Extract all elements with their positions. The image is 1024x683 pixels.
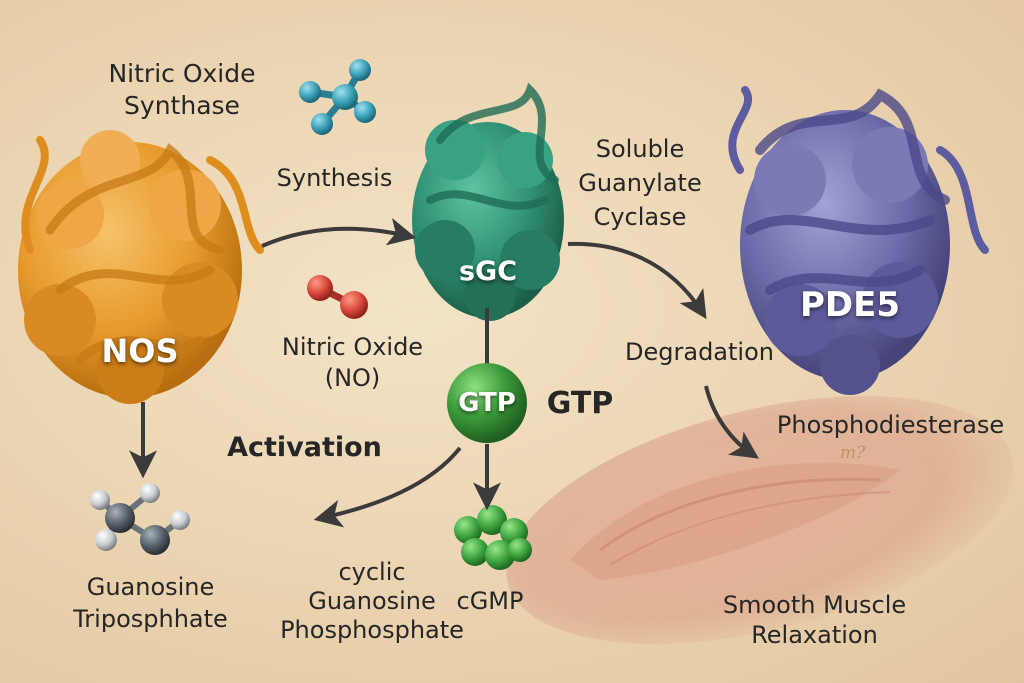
arrow-gtp-to-cyclic xyxy=(313,446,462,528)
no-molecule-icon xyxy=(307,275,368,319)
nos-protein-icon xyxy=(18,130,264,404)
sgc-protein-icon xyxy=(412,82,564,321)
label-guanosine-triphosphate: Guanosine Triposphhate xyxy=(73,573,228,633)
gtp-sphere-icon xyxy=(447,308,527,443)
synthesis-molecule-icon xyxy=(299,59,376,135)
label-nitric-oxide-synthase: Nitric Oxide Synthase xyxy=(108,59,256,120)
label-synthesis: Synthesis xyxy=(276,164,393,192)
badge-pde5: PDE5 xyxy=(799,285,901,325)
label-smooth-muscle-relaxation: Smooth Muscle Relaxation xyxy=(722,591,907,649)
badge-sgc: sGC xyxy=(458,256,518,287)
arrow-sgc-to-degradation xyxy=(567,241,707,320)
label-phosphodiesterase: Phosphodiesterase xyxy=(776,411,1005,439)
label-nitric-oxide: Nitric Oxide (NO) xyxy=(281,333,424,392)
label-degradation: Degradation xyxy=(625,338,774,366)
label-cyclic-guanosine-phosphate: cyclic Guanosine Phosphosphate xyxy=(280,558,464,644)
badge-nos: NOS xyxy=(101,332,179,370)
label-gtp-side: GTP xyxy=(546,386,614,421)
gtp-molecule-icon xyxy=(90,483,190,555)
arrow-nos-to-sgc xyxy=(261,217,417,248)
label-soluble-guanylate-cyclase: Soluble Guanylate Cyclase xyxy=(578,135,702,231)
smooth-muscle-illustration xyxy=(506,396,1014,644)
handwritten-scribble: m? xyxy=(840,443,866,463)
arrow-degradation-to-muscle xyxy=(704,385,759,459)
label-activation: Activation xyxy=(227,432,382,463)
badge-gtp: GTP xyxy=(458,388,516,418)
cgmp-cluster-icon xyxy=(454,505,532,570)
label-cgmp: cGMP xyxy=(456,587,524,615)
pde5-protein-icon xyxy=(728,86,989,395)
